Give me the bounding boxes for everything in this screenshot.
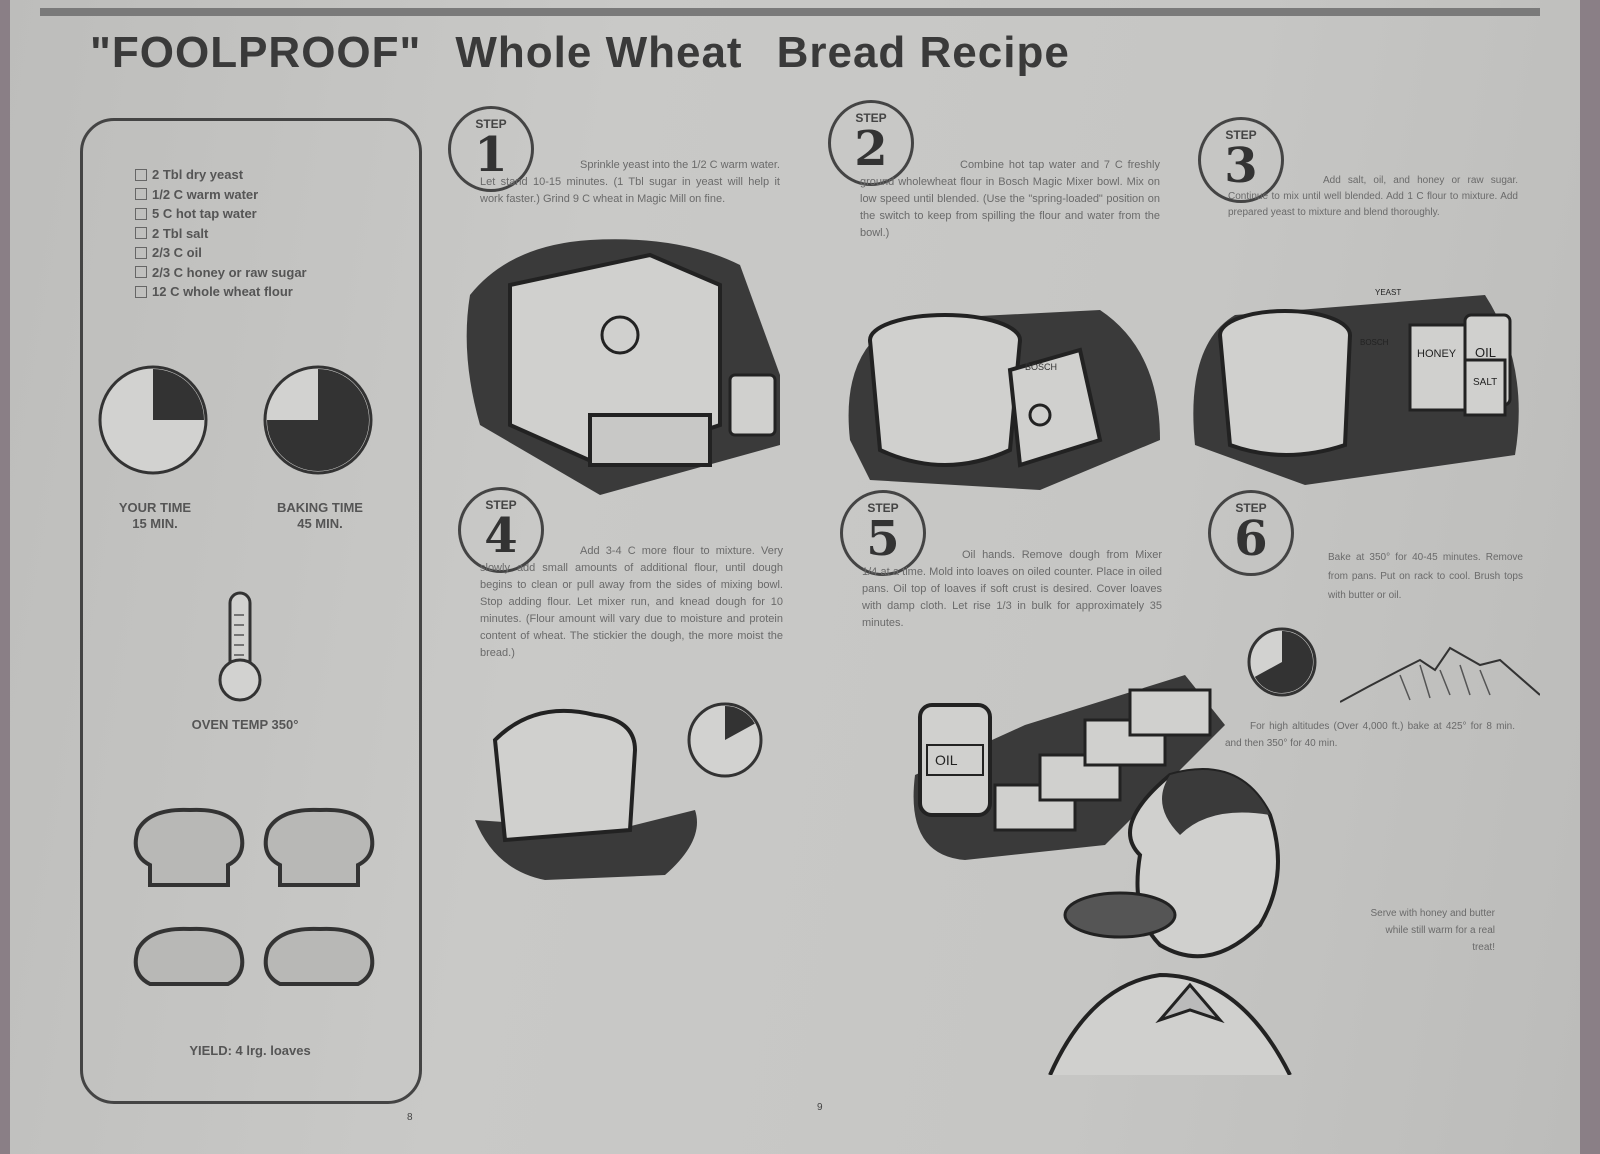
step-6-text: Bake at 350° for 40-45 minutes. Remove f… bbox=[1328, 552, 1523, 601]
checkbox[interactable] bbox=[135, 168, 147, 181]
step-3-text: Add salt, oil, and honey or raw sugar. C… bbox=[1228, 175, 1518, 218]
title-whole-wheat: Whole Wheat bbox=[455, 28, 743, 77]
oven-temp-label: OVEN TEMP 350° bbox=[191, 717, 299, 732]
checkbox[interactable] bbox=[135, 227, 147, 240]
page-number-right: 9 bbox=[817, 1102, 823, 1113]
baking-time-wedge bbox=[267, 369, 369, 471]
title-bread-recipe: Bread Recipe bbox=[776, 28, 1070, 77]
step-2-text: Combine hot tap water and 7 C freshly gr… bbox=[860, 159, 1160, 239]
man-eating-bread-illustration bbox=[1048, 768, 1292, 1075]
loaves-icon bbox=[133, 807, 375, 986]
bosch-label: BOSCH bbox=[1025, 362, 1057, 372]
title-foolproof: "FOOLPROOF" bbox=[90, 28, 422, 77]
bosch-label-2: BOSCH bbox=[1360, 338, 1389, 347]
ingredient-list: 2 Tbl dry yeast 1/2 C warm water 5 C hot… bbox=[135, 165, 307, 302]
ingredient-item[interactable]: 2/3 C oil bbox=[135, 243, 307, 263]
oil-label: OIL bbox=[1475, 345, 1496, 360]
step-6-clock-wedge bbox=[1254, 631, 1313, 693]
ingredient-item[interactable]: 5 C hot tap water bbox=[135, 204, 307, 224]
checkbox[interactable] bbox=[135, 188, 147, 201]
page-title: "FOOLPROOF" Whole Wheat Bread Recipe bbox=[90, 28, 1104, 78]
ingredient-label: 2/3 C honey or raw sugar bbox=[152, 264, 307, 280]
ingredient-label: 2 Tbl dry yeast bbox=[152, 167, 244, 182]
ingredient-label: 12 C whole wheat flour bbox=[152, 284, 293, 299]
ingredient-label: 1/2 C warm water bbox=[152, 186, 259, 202]
checkbox[interactable] bbox=[135, 285, 147, 298]
mountain-illustration bbox=[1340, 646, 1540, 703]
top-rule bbox=[40, 8, 1540, 58]
loaf-pans-illustration: OIL bbox=[913, 675, 1225, 860]
recipe-sheet: "FOOLPROOF" Whole Wheat Bread Recipe 2 Tbl… bbox=[10, 0, 1580, 1154]
salt-label: SALT bbox=[1473, 377, 1497, 388]
ingredient-item[interactable]: 2/3 C honey or raw sugar bbox=[135, 263, 307, 283]
yeast-label: YEAST bbox=[1375, 288, 1401, 297]
step-1-text: Sprinkle yeast into the 1/2 C warm water… bbox=[480, 159, 780, 205]
checkbox[interactable] bbox=[135, 246, 147, 259]
yield-label: YIELD: 4 lrg. loaves bbox=[189, 1043, 311, 1058]
ingredient-item[interactable]: 2 Tbl salt bbox=[135, 224, 307, 244]
mixer-illustration: BOSCH bbox=[848, 310, 1160, 490]
mixer-ingredients-illustration: HONEY OIL SALT BOSCH YEAST bbox=[1193, 288, 1519, 485]
ingredient-label: 2/3 C oil bbox=[152, 245, 202, 260]
ingredient-label: 5 C hot tap water bbox=[152, 206, 257, 221]
time-clocks bbox=[98, 365, 373, 475]
serve-note: Serve with honey and butter while still … bbox=[1370, 908, 1495, 953]
ingredient-item[interactable]: 2 Tbl dry yeast bbox=[135, 165, 307, 185]
ingredient-label: 2 Tbl salt bbox=[152, 225, 209, 241]
ingredient-item[interactable]: 12 C whole wheat flour bbox=[135, 282, 307, 302]
grain-mill-illustration bbox=[466, 239, 780, 495]
checkbox[interactable] bbox=[135, 207, 147, 220]
high-altitude-note: For high altitudes (Over 4,000 ft.) bake… bbox=[1225, 721, 1515, 749]
checkbox[interactable] bbox=[135, 266, 147, 279]
step-4-clock-wedge bbox=[725, 706, 755, 740]
oil-bottle-label: OIL bbox=[935, 752, 958, 768]
thermometer-icon bbox=[218, 591, 262, 702]
step-4-clock-icon bbox=[687, 702, 763, 778]
ingredient-item[interactable]: 1/2 C warm water bbox=[135, 185, 307, 205]
honey-label: HONEY bbox=[1417, 348, 1457, 360]
page-number-left: 8 bbox=[407, 1112, 413, 1123]
summary-panel bbox=[80, 118, 422, 1104]
step-6-clock-icon bbox=[1247, 627, 1317, 697]
step-5-text: Oil hands. Remove dough from Mixer 1/4 a… bbox=[862, 549, 1162, 629]
your-time-wedge bbox=[153, 369, 204, 420]
step-4-text: Add 3-4 C more flour to mixture. Very sl… bbox=[480, 545, 783, 659]
bread-loaf-illustration bbox=[475, 708, 697, 880]
